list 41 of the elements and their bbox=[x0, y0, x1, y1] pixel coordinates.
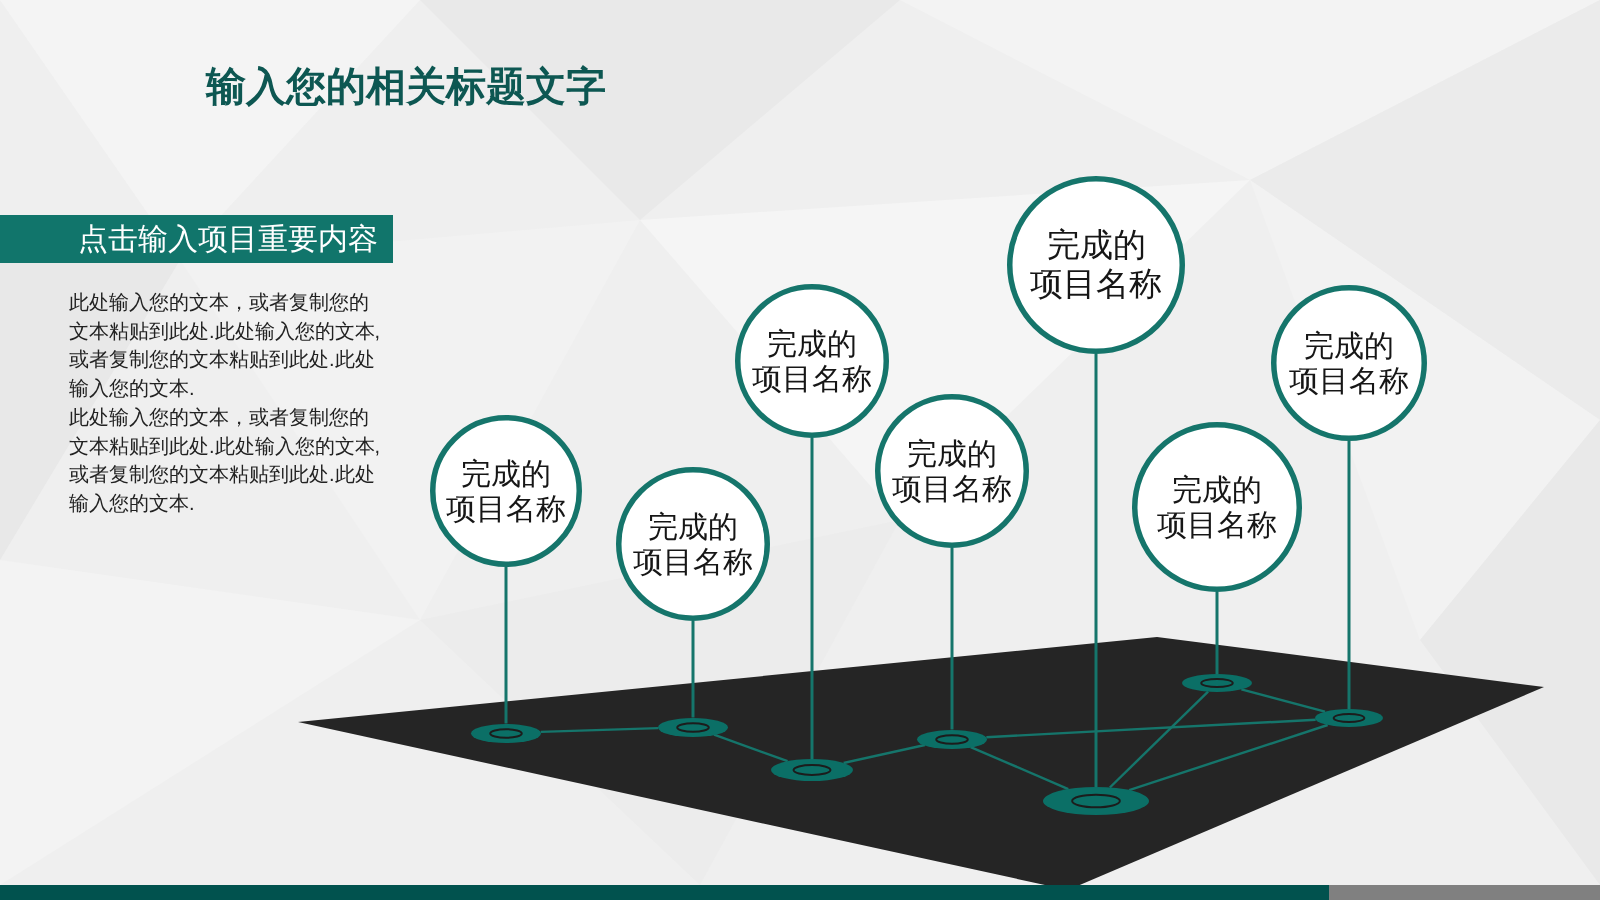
page-title: 输入您的相关标题文字 bbox=[206, 63, 606, 110]
link-line bbox=[1109, 690, 1209, 789]
circle-node bbox=[1007, 176, 1185, 354]
link-line bbox=[1128, 723, 1329, 792]
node-label: 完成的项目名称 bbox=[1157, 471, 1277, 543]
circle-node bbox=[616, 467, 770, 621]
ring-marker bbox=[1182, 674, 1252, 692]
node-label: 完成的项目名称 bbox=[892, 435, 1012, 507]
band-heading: 点击输入项目重要内容 bbox=[78, 221, 378, 257]
stem-line bbox=[691, 621, 695, 718]
stem-line bbox=[810, 438, 814, 759]
circle-node bbox=[1132, 422, 1302, 592]
circle-node bbox=[875, 394, 1029, 548]
header-band bbox=[0, 215, 393, 263]
ring-marker bbox=[771, 759, 853, 781]
ring-marker bbox=[1043, 787, 1149, 815]
stem-line bbox=[1094, 354, 1098, 787]
link-line bbox=[970, 745, 1069, 791]
stem-line bbox=[950, 548, 954, 730]
circle-node bbox=[735, 284, 889, 438]
link-line bbox=[713, 733, 788, 763]
ring-marker bbox=[471, 723, 541, 743]
stem-line bbox=[1347, 441, 1351, 709]
stem-line bbox=[504, 567, 508, 724]
ring-marker bbox=[658, 717, 728, 737]
link-line bbox=[843, 743, 926, 765]
link-line bbox=[1241, 688, 1326, 713]
circle-node bbox=[430, 415, 582, 567]
body-paragraph: 此处输入您的文本，或者复制您的文本粘贴到此处.此处输入您的文本,或者复制您的文本粘贴到此处.此处输入您的文本. bbox=[69, 404, 382, 516]
node-label: 完成的项目名称 bbox=[633, 508, 753, 580]
ring-marker bbox=[1315, 709, 1383, 727]
stem-line bbox=[1215, 592, 1219, 674]
node-label: 完成的项目名称 bbox=[1289, 327, 1409, 399]
node-label: 完成的项目名称 bbox=[1030, 226, 1162, 304]
ring-marker bbox=[917, 729, 987, 749]
link-line bbox=[540, 726, 659, 734]
node-label: 完成的项目名称 bbox=[446, 455, 566, 527]
link-line bbox=[986, 718, 1316, 739]
circle-node bbox=[1271, 285, 1427, 441]
node-label: 完成的项目名称 bbox=[752, 325, 872, 397]
body-paragraph: 此处输入您的文本，或者复制您的文本粘贴到此处.此处输入您的文本,或者复制您的文本粘贴到此处.此处输入您的文本. bbox=[69, 290, 382, 402]
